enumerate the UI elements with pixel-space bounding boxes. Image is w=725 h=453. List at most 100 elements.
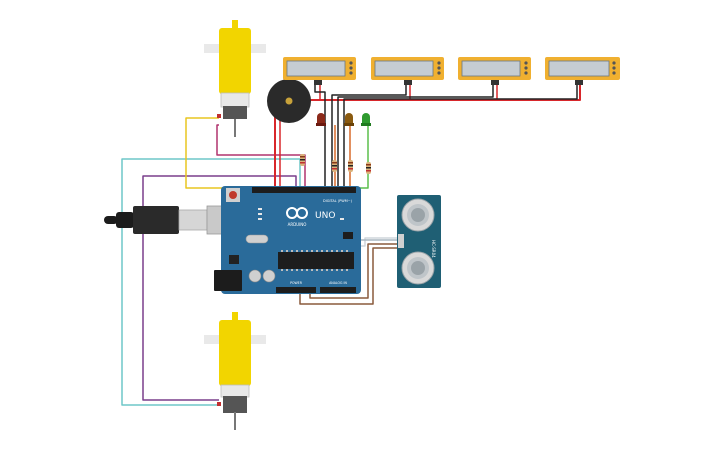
lcd-connector [491,80,499,85]
resistor-1 [300,154,305,166]
piezo-buzzer [267,79,311,123]
wire-magenta [216,124,306,188]
status-led [258,218,262,220]
dc-motor-bottom [204,312,266,430]
arduino-uno-board: ARDUINO UNO DIGITAL (PWM~) [214,186,361,294]
lcd-screen [286,60,346,77]
led-base [316,123,326,126]
led-body [317,113,325,124]
arduino-brand-label: ARDUINO [288,222,307,227]
reset-button-cap [229,191,237,199]
lcd-connectors [314,80,583,85]
motor-gearbox [220,92,250,108]
resistors [300,154,371,174]
wire-purple [142,175,297,401]
led-body [345,113,353,124]
sensor-pin-header [398,234,404,248]
status-led [258,208,262,210]
lcd-pin [524,61,528,65]
capacitor [262,269,276,283]
lcd-connector [404,80,412,85]
arduino-logo: ARDUINO [286,207,308,227]
usb-plug-metal [178,209,208,231]
usb-plug-body [133,206,179,234]
power-led [340,218,344,220]
lcd-connector [314,80,322,85]
motor-gearbox [220,384,250,398]
chip-pins [281,250,348,271]
voltage-regulator [229,255,239,264]
analog-pins-label: ANALOG IN [329,281,347,285]
led-body [362,113,370,124]
wire-yellow [185,117,250,189]
wire-black-2 [331,85,407,188]
lcd-module-4 [545,57,620,80]
digital-header [252,187,356,193]
lcd-module-1 [283,57,356,80]
power-pins-label: POWER [290,281,303,285]
motor-tip [232,20,238,29]
lcd-pin [524,66,528,70]
crystal [245,234,269,244]
lcd-pin [349,71,353,75]
led-amber [344,113,354,126]
motor-shaft [234,412,236,430]
wire-brown-2 [309,243,397,299]
led-base [344,123,354,126]
motor-body [219,320,251,386]
icsp-header [343,232,353,239]
resistor-4 [366,162,371,174]
usb-cable-strain [116,212,134,228]
motor-connector [223,106,247,119]
analog-header [320,287,356,293]
led-base [361,123,371,126]
wire-black-3 [337,85,494,188]
usb-cable-tail [104,216,118,224]
capacitor [248,269,262,283]
sensor-transducer-bottom [401,251,435,285]
lcd-module-2 [371,57,444,80]
board-model-label: UNO [315,211,335,221]
lcd-screen [461,60,521,77]
lcd-pin [437,61,441,65]
wire-black-4 [343,85,578,188]
ultrasonic-sensor: HC-SR04 [397,195,441,288]
lcd-pin [349,61,353,65]
motor-body [219,28,251,94]
lcd-pin [349,66,353,70]
motor-tip [232,312,238,321]
usb-cable [104,205,242,235]
atmega-chip [278,252,354,269]
power-jack [214,270,242,291]
lcd-pin [437,71,441,75]
wire-brown-1 [299,247,397,305]
dc-motor-top [204,20,266,137]
motor-terminal-1 [217,402,221,406]
digital-pins-label: DIGITAL (PWM~) [323,199,353,203]
lcd-connector [575,80,583,85]
lcd-pin [612,66,616,70]
resistor-3 [348,160,353,172]
resistor-2 [332,160,337,172]
lcd-pin [612,61,616,65]
buzzer-center [285,97,293,105]
motor-connector [223,396,247,413]
lcd-module-3 [458,57,531,80]
status-led [258,213,262,215]
led-green [361,113,371,126]
lcd-pin [437,66,441,70]
sensor-transducer-top [401,198,435,232]
wire-cyan [121,158,301,406]
led-red [316,113,326,126]
motor-terminal-1 [217,114,221,118]
lcd-screen [374,60,434,77]
lcd-pin [612,71,616,75]
lcd-pin [524,71,528,75]
lcd-screen [548,60,610,77]
wire-green [350,125,369,189]
sensor-model-label: HC-SR04 [431,240,436,258]
wire-black-1 [314,85,326,188]
motor-shaft [234,119,236,137]
power-header [276,287,316,293]
